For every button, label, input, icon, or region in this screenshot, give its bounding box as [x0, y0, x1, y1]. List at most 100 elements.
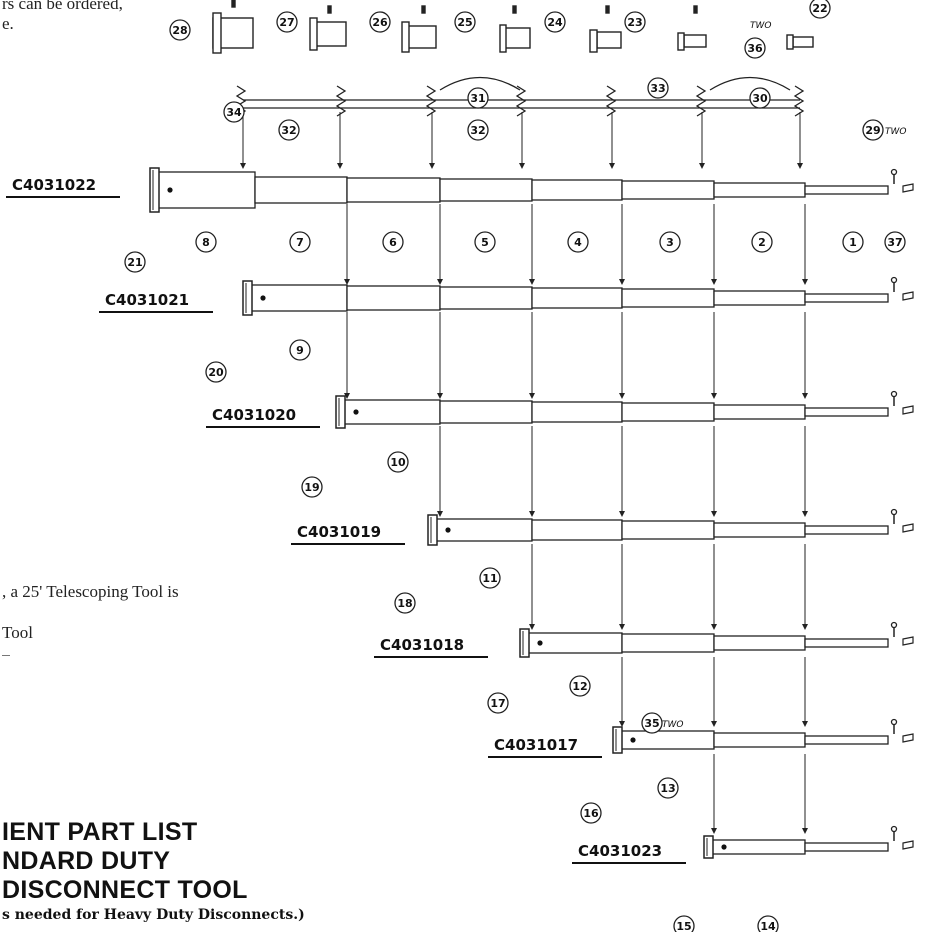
title-line-1: IENT PART LIST — [2, 818, 198, 846]
part-callout-label: 15 — [676, 920, 691, 932]
part-callout: 17 — [487, 692, 509, 714]
part-callout: 33 — [647, 77, 669, 99]
part-callout: 13 — [657, 777, 679, 799]
part-callout: 29 — [862, 119, 884, 141]
lock-pin — [721, 844, 727, 850]
tool-assembly — [703, 825, 914, 859]
hook-tip — [902, 523, 914, 533]
tool-section — [439, 286, 533, 310]
tool-section — [254, 176, 348, 204]
spring-rail — [235, 76, 805, 117]
part-callout: 30 — [749, 87, 771, 109]
part-callout-label: 16 — [583, 807, 599, 820]
lock-pin — [260, 295, 266, 301]
part-callout: 24 — [544, 11, 566, 33]
part-callout-label: 3 — [666, 236, 674, 249]
quantity-note: TWO — [750, 21, 771, 31]
part-callout-label: 30 — [752, 92, 768, 105]
tool-code: C4031022 — [12, 176, 96, 194]
tool-section — [531, 519, 623, 541]
part-callout: 6 — [382, 231, 404, 253]
cap-part-23 — [677, 5, 707, 51]
part-callout: 32 — [278, 119, 300, 141]
part-callout: 21 — [124, 251, 146, 273]
part-callout-label: 12 — [572, 680, 587, 693]
part-callout-label: 29 — [865, 124, 880, 137]
tool-section — [804, 638, 889, 648]
part-callout: 7 — [289, 231, 311, 253]
part-callout: 5 — [474, 231, 496, 253]
tool-section — [621, 180, 715, 200]
text-rule-fragment — [2, 655, 10, 656]
part-callout-label: 11 — [482, 572, 497, 585]
body-text-fragment-3: , a 25' Telescoping Tool is — [2, 582, 179, 601]
tool-section — [713, 182, 806, 198]
part-callout-label: 33 — [650, 82, 665, 95]
part-callout-label: 24 — [547, 16, 563, 29]
part-callout: 10 — [387, 451, 409, 473]
part-callout: 18 — [394, 592, 416, 614]
cap-part-22 — [786, 34, 814, 50]
tool-section — [343, 399, 441, 425]
spring-5 — [605, 85, 617, 117]
quantity-note: TWO — [662, 720, 683, 730]
lock-pin — [445, 527, 451, 533]
hook-tip — [902, 291, 914, 301]
title-line-3: DISCONNECT TOOL — [2, 876, 248, 904]
tool-section — [804, 407, 889, 417]
tool-code: C4031018 — [380, 636, 464, 654]
spring-1 — [235, 85, 247, 117]
tip-pin-head — [890, 621, 898, 629]
tool-code-labels: C4031022C4031021C4031020C4031019C4031018… — [6, 176, 686, 864]
end-cap — [242, 280, 253, 316]
spring-7 — [793, 85, 805, 117]
cap-part-27 — [309, 5, 347, 51]
cap-part-28 — [212, 0, 254, 54]
tool-section — [346, 285, 441, 311]
part-callout-label: 8 — [202, 236, 210, 249]
part-callout-label: 2 — [758, 236, 766, 249]
part-callout-label: 36 — [747, 42, 763, 55]
lock-pin — [353, 409, 359, 415]
tool-section — [621, 288, 715, 308]
part-callout: 25 — [454, 11, 476, 33]
part-callout: 31 — [467, 87, 489, 109]
tool-section — [804, 185, 889, 195]
part-callout: 36 — [744, 37, 766, 59]
part-callout: 20 — [205, 361, 227, 383]
spring-3 — [425, 85, 437, 117]
part-callout: 35 — [641, 712, 663, 734]
tool-section — [531, 287, 623, 309]
part-callout: 2 — [751, 231, 773, 253]
hook-tip — [902, 733, 914, 743]
part-callout-label: 34 — [226, 106, 242, 119]
tool-section — [439, 178, 533, 202]
part-callout-label: 7 — [296, 236, 304, 249]
tool-assembly — [149, 167, 914, 213]
tool-section — [804, 842, 889, 852]
end-cap — [703, 835, 714, 859]
part-callout-label: 17 — [490, 697, 505, 710]
part-callout: 11 — [479, 567, 501, 589]
tool-section — [713, 635, 806, 651]
body-text-fragment-4: Tool — [2, 623, 33, 642]
tool-assembly — [335, 390, 914, 429]
part-callout-label: 13 — [660, 782, 675, 795]
tool-section — [804, 525, 889, 535]
part-callout: 4 — [567, 231, 589, 253]
part-callout: 27 — [276, 11, 298, 33]
tool-assembly — [427, 508, 914, 546]
tool-section — [713, 522, 806, 538]
end-cap — [427, 514, 438, 546]
tool-code: C4031021 — [105, 291, 189, 309]
quantity-note: TWO — [885, 127, 906, 137]
spring-2 — [335, 85, 347, 117]
part-callout-label: 1 — [849, 236, 857, 249]
part-callout: 12 — [569, 675, 591, 697]
part-callout-label: 31 — [470, 92, 485, 105]
part-callout-label: 27 — [279, 16, 294, 29]
part-callout-label: 19 — [304, 481, 319, 494]
heavy-duty-note: s needed for Heavy Duty Disconnects.) — [2, 907, 305, 923]
